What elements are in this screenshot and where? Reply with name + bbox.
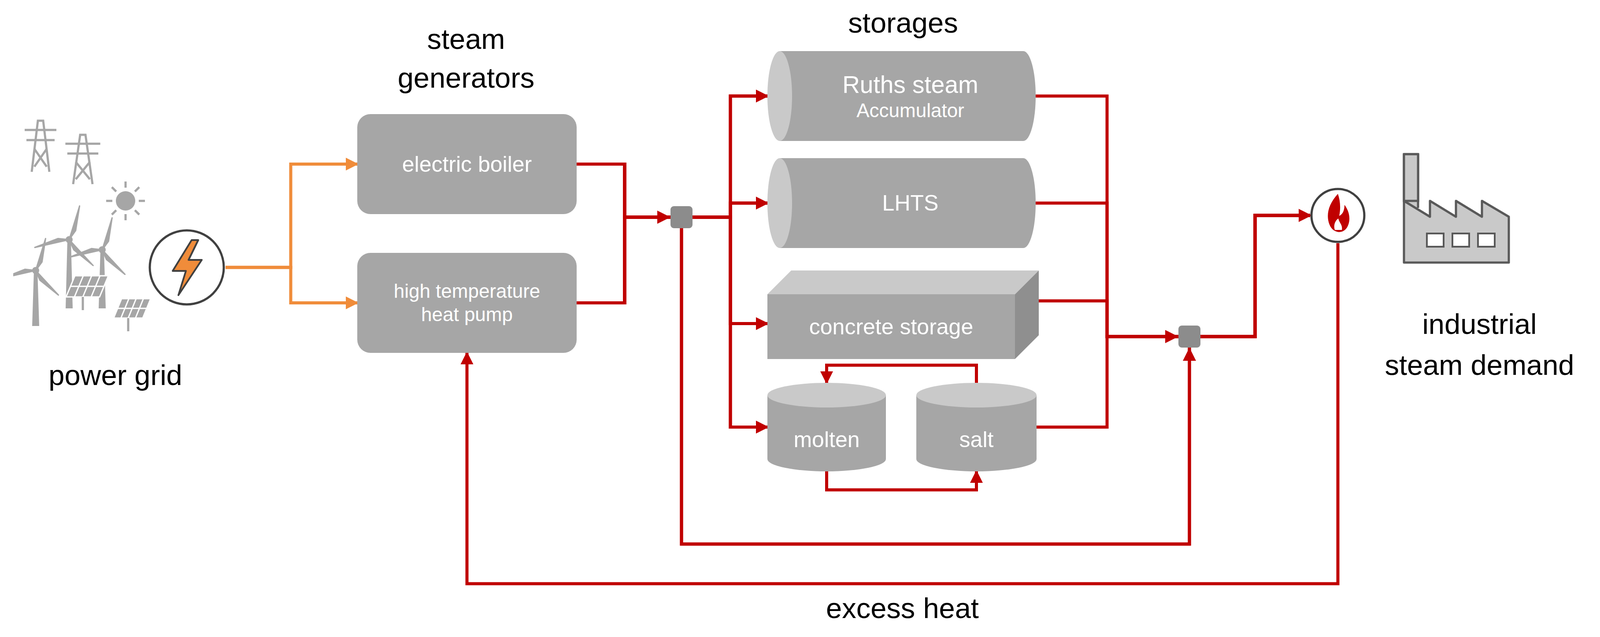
text-area: Ruths steamAccumulator bbox=[767, 51, 1036, 141]
flow-arrow bbox=[1038, 215, 1311, 337]
box-text: LHTS bbox=[882, 189, 939, 217]
source-node: power grid bbox=[13, 114, 226, 397]
flow-arrow bbox=[225, 267, 358, 304]
edge-label: excess heat bbox=[822, 588, 983, 628]
box-text: molten bbox=[793, 426, 860, 453]
flow-arrow bbox=[576, 215, 1311, 545]
text-area: LHTS bbox=[767, 158, 1036, 249]
flow-arrow bbox=[826, 365, 977, 383]
flow-arrow bbox=[576, 217, 768, 324]
flame-circle bbox=[1311, 188, 1365, 242]
node-label: power grid bbox=[36, 355, 195, 395]
storage-or-generator-box: concrete storage bbox=[767, 270, 1039, 360]
section-heading: steam generators bbox=[373, 19, 559, 98]
box-text: Ruths steam bbox=[842, 70, 979, 100]
arrow-head bbox=[1182, 347, 1197, 361]
flow-arrow bbox=[225, 164, 358, 268]
flow-arrow bbox=[576, 164, 768, 324]
flow-arrow bbox=[1035, 203, 1311, 337]
text-area: molten bbox=[767, 407, 886, 472]
flow-arrow bbox=[576, 96, 768, 304]
storage-or-generator-box: molten bbox=[767, 382, 886, 472]
sink-node: industrial steam demand bbox=[1310, 149, 1595, 388]
flame-symbol bbox=[1327, 193, 1350, 233]
storage-or-generator-box: LHTS bbox=[767, 158, 1036, 249]
lightning-symbol bbox=[172, 240, 202, 296]
flow-arrow bbox=[826, 471, 977, 490]
grid-shape bbox=[13, 114, 226, 397]
box-text: electric boiler bbox=[402, 151, 533, 178]
junction bbox=[670, 206, 693, 229]
storage-or-generator-box: high temperature heat pump bbox=[357, 252, 577, 353]
flow-arrow bbox=[576, 96, 768, 218]
junction bbox=[1178, 325, 1201, 348]
text-area: electric boiler bbox=[357, 114, 577, 215]
node-label: industrial steam demand bbox=[1381, 303, 1578, 386]
flow-arrow bbox=[576, 203, 768, 304]
box-text: Accumulator bbox=[856, 99, 965, 123]
flow-arrow bbox=[576, 217, 768, 428]
box-shape bbox=[357, 252, 577, 353]
storage-or-generator-box: salt bbox=[916, 382, 1037, 472]
flow-arrow bbox=[466, 243, 1338, 584]
flow-arrow bbox=[1036, 215, 1311, 428]
storage-or-generator-box: Ruths steamAccumulator bbox=[767, 51, 1036, 141]
box-text: high temperature heat pump bbox=[383, 279, 551, 327]
text-area: salt bbox=[916, 407, 1037, 472]
box-text: concrete storage bbox=[809, 313, 974, 341]
storage-or-generator-box: electric boiler bbox=[357, 114, 577, 215]
flow-arrow bbox=[576, 164, 768, 428]
power-grid-illustration bbox=[13, 120, 151, 332]
text-area: concrete storage bbox=[767, 294, 1015, 360]
arrow-head bbox=[1165, 329, 1179, 344]
text-area: high temperature heat pump bbox=[357, 252, 577, 353]
arrow-head bbox=[657, 210, 671, 224]
factory-icon bbox=[1403, 154, 1509, 263]
section-heading: storages bbox=[814, 3, 992, 43]
box-text: salt bbox=[959, 426, 994, 453]
